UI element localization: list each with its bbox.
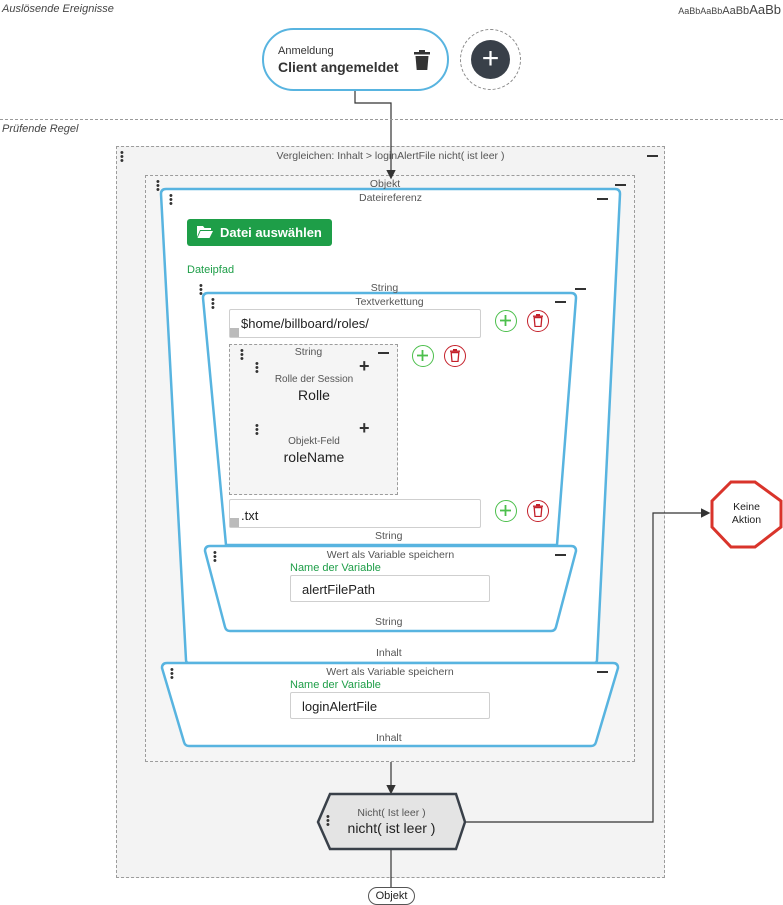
session-role-expand-icon[interactable]: + (359, 356, 370, 376)
font-size-m[interactable]: AaBb (722, 5, 750, 17)
save-var2-footer: Inhalt (376, 732, 402, 744)
object-title: Objekt (369, 178, 401, 190)
inhalt-label: Inhalt (376, 647, 402, 659)
object-collapse-icon[interactable] (615, 184, 626, 186)
trash-icon (450, 349, 460, 362)
concat-text-input-2[interactable]: .txt (229, 499, 481, 528)
trigger-connector (354, 91, 396, 180)
choose-file-label: Datei auswählen (220, 225, 322, 240)
file-path-label: Dateipfad (187, 264, 235, 276)
inner-string-drag-handle[interactable]: ••• (240, 345, 244, 365)
concat-type-label: String (375, 530, 403, 542)
concat-text-value-1: $home/billboard/roles/ (241, 316, 369, 331)
plus-icon (500, 315, 511, 326)
file-ref-collapse-icon[interactable] (597, 198, 608, 200)
no-action-outline (710, 480, 783, 549)
font-size-l[interactable]: AaBb (749, 2, 781, 17)
concat-text-value-2: .txt (241, 508, 259, 523)
object-field-drag-handle[interactable]: ••• (255, 420, 259, 440)
compare-drag-handle[interactable]: ••• (120, 147, 124, 167)
delete-inner-item-button[interactable] (444, 345, 466, 367)
font-size-s[interactable]: AaBb (700, 6, 723, 16)
trash-icon (533, 314, 543, 327)
concat-collapse-icon[interactable] (555, 301, 566, 303)
trigger-section-label: Auslösende Ereignisse (2, 3, 114, 15)
save-var-footer: String (375, 616, 403, 628)
object-field-value: roleName (283, 449, 345, 465)
add-trigger-button[interactable]: + (471, 40, 510, 79)
not-node-drag-handle[interactable]: ••• (326, 811, 330, 831)
save-var2-name-label: Name der Variable (290, 679, 381, 691)
session-role-subtitle: Rolle der Session (274, 374, 354, 385)
string-collapse-icon[interactable] (575, 288, 586, 290)
save-var-title: Wert als Variable speichern (326, 549, 455, 561)
object-field-subtitle: Objekt-Feld (288, 436, 340, 447)
section-separator (0, 119, 783, 120)
save-var-name-value: alertFilePath (302, 582, 375, 597)
save-var2-drag-handle[interactable]: ••• (170, 664, 174, 684)
save-var2-name-value: loginAlertFile (302, 699, 378, 714)
inner-string-title: String (294, 346, 323, 358)
not-to-action-connector (464, 508, 711, 823)
save-var-drag-handle[interactable]: ••• (213, 547, 217, 567)
rule-section-label: Prüfende Regel (2, 123, 79, 135)
trash-icon (533, 504, 543, 517)
not-node-outline (316, 792, 467, 851)
save-var-collapse-icon[interactable] (555, 554, 566, 556)
resize-icon-2[interactable] (230, 518, 239, 527)
plus-icon (500, 505, 511, 516)
trigger-node[interactable]: Anmeldung Client angemeldet (262, 28, 449, 91)
delete-item-button[interactable] (527, 310, 549, 332)
not-node[interactable] (318, 794, 465, 850)
concat-text-input-1[interactable]: $home/billboard/roles/ (229, 309, 481, 338)
no-action-line2: Aktion (731, 514, 762, 526)
output-object-pill[interactable]: Objekt (368, 887, 415, 905)
object-drag-handle[interactable]: ••• (156, 176, 160, 196)
no-action-line1: Keine (733, 501, 760, 513)
font-size-selector[interactable]: AaBbAaBbAaBbAaBb (678, 2, 781, 17)
file-ref-drag-handle[interactable]: ••• (169, 190, 173, 210)
concat-title: Textverkettung (355, 296, 424, 308)
folder-open-icon (197, 225, 213, 241)
compare-collapse-icon[interactable] (647, 155, 658, 157)
trigger-subtitle: Anmeldung (278, 45, 334, 57)
choose-file-button[interactable]: Datei auswählen (187, 219, 332, 246)
concat-drag-handle[interactable]: ••• (211, 294, 215, 314)
inner-string-block (229, 344, 398, 495)
add-trigger-wrapper: + (460, 29, 521, 90)
plus-icon (417, 350, 428, 361)
save-var-name-input[interactable]: alertFilePath (290, 575, 490, 602)
font-size-xs[interactable]: AaBb (678, 6, 701, 16)
string-drag-handle[interactable]: ••• (199, 280, 203, 300)
add-item-button-2[interactable] (495, 500, 517, 522)
object-field-expand-icon[interactable]: + (359, 418, 370, 438)
file-ref-title: Dateireferenz (358, 192, 423, 204)
string-title: String (370, 282, 399, 294)
no-action-label: Keine Aktion (712, 501, 781, 527)
save-var2-name-input[interactable]: loginAlertFile (290, 692, 490, 719)
save-var2-collapse-icon[interactable] (597, 671, 608, 673)
not-node-title: nicht( ist leer ) (347, 820, 436, 836)
resize-icon[interactable] (230, 328, 239, 337)
save-var2-title: Wert als Variable speichern (326, 666, 454, 678)
trigger-title: Client angemeldet (278, 59, 399, 75)
add-inner-item-button[interactable] (412, 345, 434, 367)
compare-title: Vergleichen: Inhalt > loginAlertFile nic… (276, 150, 505, 162)
trash-icon[interactable] (414, 50, 430, 70)
session-role-drag-handle[interactable]: ••• (255, 358, 259, 378)
delete-item-button-2[interactable] (527, 500, 549, 522)
add-item-button[interactable] (495, 310, 517, 332)
save-var-name-label: Name der Variable (290, 562, 381, 574)
inner-string-collapse-icon[interactable] (378, 352, 389, 354)
not-node-subtitle: Nicht( Ist leer ) (357, 807, 426, 819)
session-role-value: Rolle (298, 387, 330, 403)
